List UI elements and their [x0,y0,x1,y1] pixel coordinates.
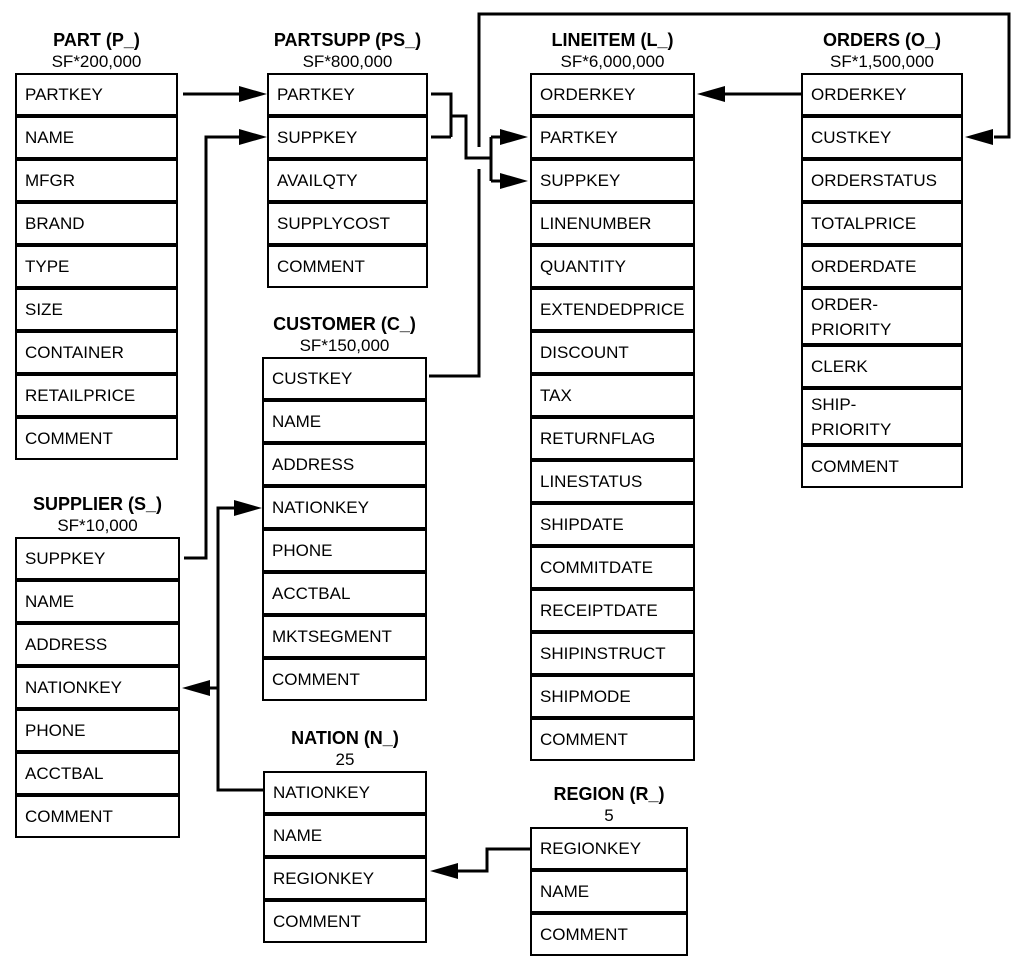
field-supplier-suppkey: SUPPKEY [15,537,180,580]
table-region-title: REGION (R_) [553,784,665,804]
rel-nation-nationkey-to-customer-and-supplier-arrows [182,500,263,792]
table-supplier-cardinality: SF*10,000 [57,516,138,535]
field-supplier-address: ADDRESS [15,623,180,666]
table-partsupp: PARTSUPP (PS_) SF*800,000 PARTKEY SUPPKE… [267,28,428,288]
field-lineitem-quantity: QUANTITY [530,245,695,288]
table-orders-cardinality: SF*1,500,000 [830,52,934,71]
field-lineitem-extendedprice: EXTENDEDPRICE [530,288,695,331]
table-part: PART (P_) SF*200,000 PARTKEY NAME MFGR B… [15,28,178,460]
table-nation: NATION (N_) 25 NATIONKEY NAME REGIONKEY … [263,726,427,943]
table-lineitem-cardinality: SF*6,000,000 [560,52,665,71]
table-supplier-title: SUPPLIER (S_) [32,494,163,514]
field-part-container: CONTAINER [15,331,178,374]
table-nation-cardinality: 25 [335,750,355,769]
field-partsupp-suppkey: SUPPKEY [267,116,428,159]
table-supplier-rows: SUPPKEY NAME ADDRESS NATIONKEY PHONE ACC… [15,537,180,838]
field-nation-nationkey: NATIONKEY [263,771,427,814]
field-orders-comment: COMMENT [801,445,963,488]
field-lineitem-suppkey: SUPPKEY [530,159,695,202]
field-nation-name: NAME [263,814,427,857]
field-orders-orderdate: ORDERDATE [801,245,963,288]
field-lineitem-shipmode: SHIPMODE [530,675,695,718]
table-customer-title: CUSTOMER (C_) [273,314,416,334]
field-customer-comment: COMMENT [262,658,427,701]
field-region-name: NAME [530,870,688,913]
field-supplier-acctbal: ACCTBAL [15,752,180,795]
table-orders-rows: ORDERKEY CUSTKEY ORDERSTATUS TOTALPRICE … [801,73,963,488]
rel-part-partkey-to-partsupp-partkey-arrow [183,86,267,102]
field-lineitem-linenumber: LINENUMBER [530,202,695,245]
field-part-partkey: PARTKEY [15,73,178,116]
field-partsupp-comment: COMMENT [267,245,428,288]
field-orders-orderkey: ORDERKEY [801,73,963,116]
rel-orders-orderkey-to-lineitem-orderkey-arrow [697,86,801,102]
field-nation-comment: COMMENT [263,900,427,943]
field-lineitem-receiptdate: RECEIPTDATE [530,589,695,632]
table-region: REGION (R_) 5 REGIONKEY NAME COMMENT [530,782,688,956]
rel-partsupp-to-lineitem-partkey-suppkey-arrows [431,92,528,189]
field-part-size: SIZE [15,288,178,331]
field-orders-orderpriority: ORDER- PRIORITY [801,288,963,345]
field-orders-totalprice: TOTALPRICE [801,202,963,245]
field-partsupp-availqty: AVAILQTY [267,159,428,202]
field-orders-custkey: CUSTKEY [801,116,963,159]
field-supplier-phone: PHONE [15,709,180,752]
field-lineitem-discount: DISCOUNT [530,331,695,374]
field-supplier-nationkey: NATIONKEY [15,666,180,709]
field-part-name: NAME [15,116,178,159]
field-part-mfgr: MFGR [15,159,178,202]
field-supplier-comment: COMMENT [15,795,180,838]
field-orders-clerk: CLERK [801,345,963,388]
field-customer-mktsegment: MKTSEGMENT [262,615,427,658]
field-lineitem-returnflag: RETURNFLAG [530,417,695,460]
field-part-comment: COMMENT [15,417,178,460]
field-customer-custkey: CUSTKEY [262,357,427,400]
field-lineitem-orderkey: ORDERKEY [530,73,695,116]
field-customer-phone: PHONE [262,529,427,572]
table-supplier: SUPPLIER (S_) SF*10,000 SUPPKEY NAME ADD… [15,492,180,838]
field-lineitem-tax: TAX [530,374,695,417]
field-customer-address: ADDRESS [262,443,427,486]
field-lineitem-shipdate: SHIPDATE [530,503,695,546]
table-part-cardinality: SF*200,000 [51,52,142,71]
field-supplier-name: NAME [15,580,180,623]
table-region-cardinality: 5 [604,806,614,825]
field-part-brand: BRAND [15,202,178,245]
field-orders-orderstatus: ORDERSTATUS [801,159,963,202]
field-part-retailprice: RETAILPRICE [15,374,178,417]
table-partsupp-rows: PARTKEY SUPPKEY AVAILQTY SUPPLYCOST COMM… [267,73,428,288]
field-partsupp-partkey: PARTKEY [267,73,428,116]
field-lineitem-shipinstruct: SHIPINSTRUCT [530,632,695,675]
table-lineitem-rows: ORDERKEY PARTKEY SUPPKEY LINENUMBER QUAN… [530,73,695,761]
table-lineitem: LINEITEM (L_) SF*6,000,000 ORDERKEY PART… [530,28,695,761]
table-customer-rows: CUSTKEY NAME ADDRESS NATIONKEY PHONE ACC… [262,357,427,701]
field-partsupp-supplycost: SUPPLYCOST [267,202,428,245]
field-lineitem-comment: COMMENT [530,718,695,761]
field-lineitem-linestatus: LINESTATUS [530,460,695,503]
table-region-rows: REGIONKEY NAME COMMENT [530,827,688,956]
rel-supplier-suppkey-to-partsupp-suppkey-arrow [184,129,267,560]
table-customer-cardinality: SF*150,000 [299,336,390,355]
table-orders: ORDERS (O_) SF*1,500,000 ORDERKEY CUSTKE… [801,28,963,488]
table-customer: CUSTOMER (C_) SF*150,000 CUSTKEY NAME AD… [262,312,427,701]
field-lineitem-commitdate: COMMITDATE [530,546,695,589]
field-lineitem-partkey: PARTKEY [530,116,695,159]
field-part-type: TYPE [15,245,178,288]
table-lineitem-title: LINEITEM (L_) [551,30,674,50]
table-partsupp-cardinality: SF*800,000 [302,52,393,71]
field-nation-regionkey: REGIONKEY [263,857,427,900]
table-part-title: PART (P_) [53,30,140,50]
field-region-regionkey: REGIONKEY [530,827,688,870]
field-customer-acctbal: ACCTBAL [262,572,427,615]
field-orders-shippriority: SHIP- PRIORITY [801,388,963,445]
table-nation-rows: NATIONKEY NAME REGIONKEY COMMENT [263,771,427,943]
table-partsupp-title: PARTSUPP (PS_) [273,30,422,50]
field-region-comment: COMMENT [530,913,688,956]
field-customer-nationkey: NATIONKEY [262,486,427,529]
table-orders-title: ORDERS (O_) [822,30,941,50]
field-customer-name: NAME [262,400,427,443]
rel-region-regionkey-to-nation-regionkey-arrow [430,847,530,879]
table-nation-title: NATION (N_) [291,728,399,748]
table-part-rows: PARTKEY NAME MFGR BRAND TYPE SIZE CONTAI… [15,73,178,460]
